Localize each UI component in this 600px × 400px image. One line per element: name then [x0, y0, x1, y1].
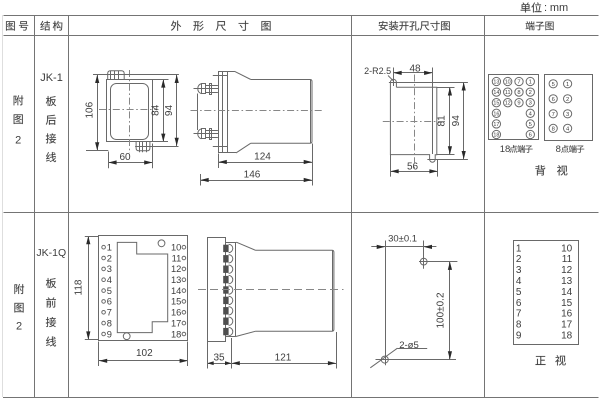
svg-text:2: 2	[16, 321, 22, 333]
svg-text:14: 14	[493, 90, 499, 96]
svg-text:16: 16	[561, 309, 573, 320]
svg-text:81: 81	[437, 115, 448, 127]
svg-text:8: 8	[556, 144, 561, 155]
svg-text:JK-1: JK-1	[40, 72, 63, 84]
svg-text:16: 16	[493, 111, 499, 117]
svg-text:4: 4	[529, 111, 533, 117]
svg-text:118: 118	[74, 279, 85, 295]
svg-text:12: 12	[171, 264, 181, 274]
svg-text:1: 1	[529, 80, 532, 86]
svg-text:94: 94	[164, 105, 175, 117]
svg-text:3: 3	[107, 264, 112, 274]
svg-text:15: 15	[561, 298, 573, 309]
svg-text:3: 3	[566, 112, 569, 118]
svg-text:15: 15	[493, 101, 499, 107]
svg-text:1: 1	[566, 82, 569, 88]
svg-text:11: 11	[172, 253, 182, 263]
svg-text:13: 13	[561, 276, 573, 287]
svg-text:9: 9	[516, 331, 522, 342]
svg-text:2-R2.5: 2-R2.5	[364, 66, 391, 76]
svg-text:7: 7	[552, 112, 555, 118]
svg-text:2: 2	[566, 97, 569, 103]
svg-text:2: 2	[516, 254, 522, 265]
svg-text:5: 5	[516, 287, 522, 298]
svg-text:6: 6	[107, 297, 112, 307]
svg-text:5: 5	[107, 286, 112, 296]
svg-text:84: 84	[151, 104, 162, 116]
svg-text:3: 3	[516, 265, 522, 276]
svg-text:8: 8	[517, 90, 520, 96]
svg-text:10: 10	[171, 243, 181, 253]
svg-text:3: 3	[529, 101, 532, 107]
svg-text:7: 7	[516, 309, 522, 320]
svg-text:15: 15	[171, 297, 181, 307]
svg-text:56: 56	[407, 162, 419, 173]
svg-text:6: 6	[516, 298, 522, 309]
svg-text:6: 6	[552, 97, 555, 103]
svg-text:18: 18	[500, 144, 511, 155]
svg-text:100±0.2: 100±0.2	[435, 292, 446, 329]
svg-text:1: 1	[107, 243, 112, 253]
svg-text:11: 11	[562, 254, 573, 265]
svg-text:12: 12	[505, 101, 511, 107]
svg-text:30±0.1: 30±0.1	[388, 233, 417, 244]
svg-text:8: 8	[107, 318, 112, 328]
svg-text::: :	[544, 2, 547, 14]
svg-text:9: 9	[517, 101, 520, 107]
svg-text:146: 146	[244, 170, 261, 181]
svg-text:14: 14	[561, 287, 573, 298]
svg-text:48: 48	[409, 64, 421, 75]
svg-text:17: 17	[561, 320, 573, 331]
svg-text:1: 1	[516, 243, 522, 254]
svg-text:102: 102	[136, 348, 153, 359]
svg-text:JK-1Q: JK-1Q	[36, 247, 66, 259]
svg-text:35: 35	[213, 353, 225, 364]
svg-text:2: 2	[15, 134, 21, 146]
svg-text:8: 8	[516, 320, 522, 331]
svg-text:18: 18	[561, 331, 573, 342]
svg-text:5: 5	[552, 82, 555, 88]
svg-text:2-ø5: 2-ø5	[399, 340, 419, 351]
svg-text:8: 8	[552, 127, 555, 133]
svg-text:5: 5	[529, 122, 532, 128]
svg-text:4: 4	[107, 275, 112, 285]
svg-text:13: 13	[171, 275, 181, 285]
svg-text:13: 13	[493, 80, 499, 86]
svg-text:2: 2	[529, 90, 532, 96]
svg-text:16: 16	[171, 308, 181, 318]
svg-text:18: 18	[493, 133, 499, 139]
svg-text:4: 4	[566, 127, 570, 133]
svg-text:4: 4	[516, 276, 522, 287]
svg-text:12: 12	[561, 265, 573, 276]
svg-text:6: 6	[529, 133, 532, 139]
svg-text:7: 7	[107, 308, 112, 318]
svg-text:60: 60	[119, 152, 131, 163]
svg-text:121: 121	[275, 353, 292, 364]
svg-text:17: 17	[171, 318, 181, 328]
svg-text:18: 18	[171, 329, 181, 339]
svg-text:106: 106	[84, 101, 95, 118]
svg-text:14: 14	[171, 286, 181, 296]
svg-text:11: 11	[505, 90, 511, 96]
svg-text:10: 10	[561, 243, 573, 254]
svg-text:7: 7	[517, 80, 520, 86]
svg-text:17: 17	[493, 122, 499, 128]
svg-text:94: 94	[451, 115, 462, 127]
svg-text:mm: mm	[550, 2, 568, 14]
svg-text:10: 10	[505, 80, 511, 86]
svg-text:124: 124	[254, 152, 271, 163]
svg-text:9: 9	[107, 329, 112, 339]
svg-text:2: 2	[107, 253, 112, 263]
